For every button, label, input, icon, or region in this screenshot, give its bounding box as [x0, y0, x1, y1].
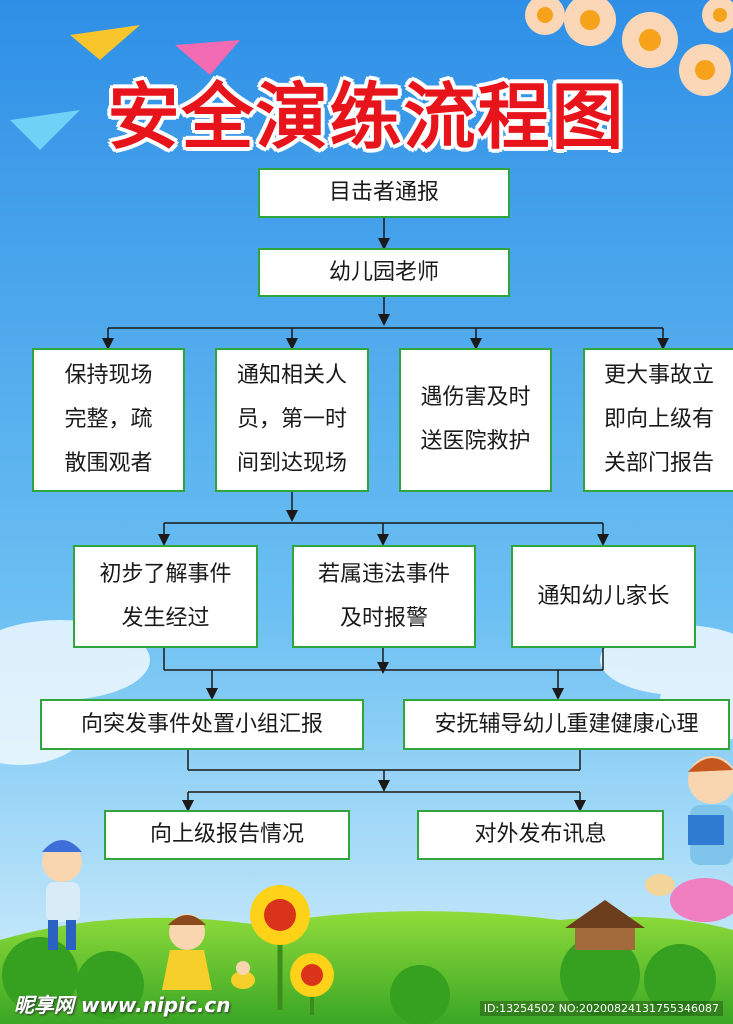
boy-character-icon: [42, 840, 82, 950]
node-notify-parents: 通知幼儿家长: [511, 545, 696, 648]
node-understand-event: 初步了解事件 发生经过: [73, 545, 258, 648]
node-report-emergency-group: 向突发事件处置小组汇报: [40, 699, 364, 750]
watermark-logo: 昵享网 www.nipic.cn: [14, 993, 231, 1017]
page-title: 安全演练流程图: [107, 75, 626, 159]
watermark-id: ID:13254502 NO:20200824131755346087: [479, 1001, 723, 1016]
paper-plane-icon: [175, 40, 240, 75]
node-comfort-children: 安抚辅导幼儿重建健康心理: [403, 699, 730, 750]
bee-icon: [231, 961, 255, 989]
reading-girl-icon: [670, 756, 733, 922]
palette-icon: [645, 874, 675, 896]
node-witness-report: 目击者通报: [258, 168, 510, 218]
node-kindergarten-teacher: 幼儿园老师: [258, 248, 510, 297]
node-notify-staff: 通知相关人 员，第一时 间到达现场: [215, 348, 369, 492]
paper-plane-icon: [10, 110, 80, 150]
paper-plane-icon: [70, 25, 140, 60]
node-report-superior: 向上级报告情况: [104, 810, 350, 860]
node-keep-scene: 保持现场 完整，疏 散围观者: [32, 348, 185, 492]
bushes: [2, 935, 716, 1024]
node-hospital: 遇伤害及时 送医院救护: [399, 348, 552, 492]
girl-character-icon: [162, 914, 212, 990]
node-report-department: 更大事故立 即向上级有 关部门报告: [583, 348, 733, 492]
node-publish-info: 对外发布讯息: [417, 810, 664, 860]
sunflower-icon: [250, 885, 310, 1010]
flowers-icon: [525, 0, 733, 96]
node-call-police: 若属违法事件 及时报警: [292, 545, 476, 648]
house-icon: [565, 900, 645, 950]
sunflower-icon: [290, 953, 334, 1015]
